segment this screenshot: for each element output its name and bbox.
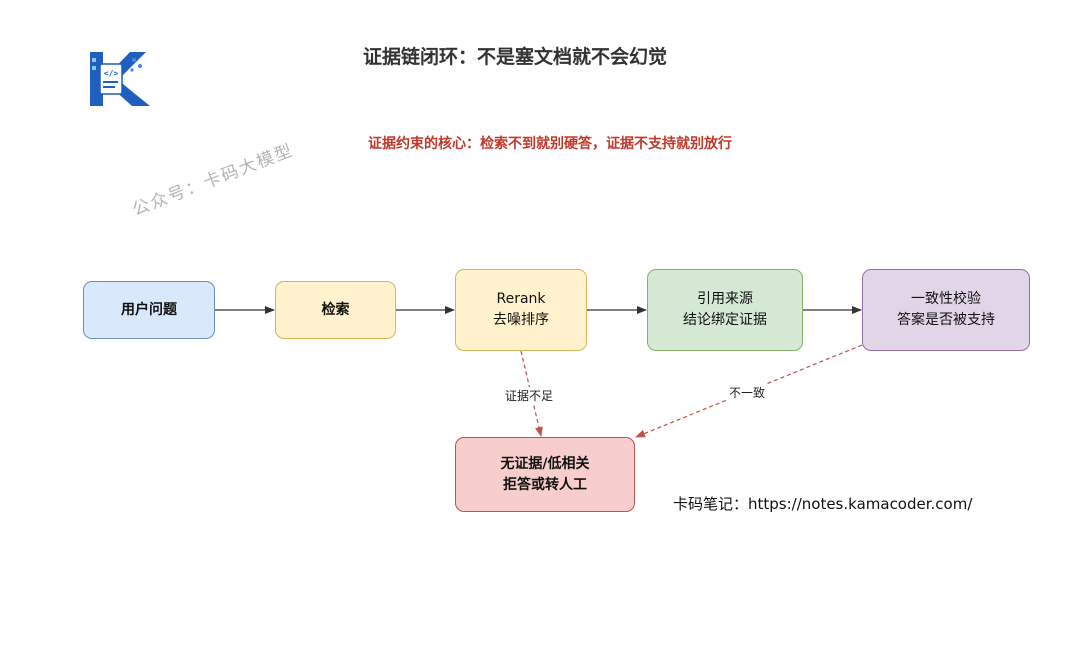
edge-label-insufficient: 证据不足	[503, 387, 556, 404]
page-title: 证据链闭环：不是塞文档就不会幻觉	[362, 46, 667, 68]
node-refuse-desc: 拒答或转人工	[503, 476, 587, 493]
logo-circuit-dot	[138, 64, 142, 68]
node-cite-source: 引用来源 结论绑定证据	[647, 269, 803, 351]
node-cite-title: 引用来源	[697, 291, 753, 307]
edge-label-inconsistent: 不一致	[727, 384, 768, 401]
logo-doc-line	[103, 81, 118, 83]
node-rerank-desc: 去噪排序	[493, 312, 549, 328]
logo-pixel	[92, 66, 96, 70]
node-search-label: 检索	[321, 301, 350, 318]
logo-pixel	[92, 58, 96, 62]
node-verify-title: 一致性校验	[911, 291, 981, 307]
node-refuse-title: 无证据/低相关	[500, 455, 590, 472]
node-search: 检索	[275, 281, 396, 339]
logo-doc-line	[103, 86, 115, 88]
logo-code-glyph: </>	[104, 69, 119, 78]
node-verify-desc: 答案是否被支持	[897, 312, 995, 328]
node-user-question: 用户问题	[83, 281, 215, 339]
page-subtitle: 证据约束的核心：检索不到就别硬答，证据不支持就别放行	[368, 136, 732, 152]
node-rerank: Rerank 去噪排序	[455, 269, 587, 351]
node-user-question-label: 用户问题	[121, 301, 177, 318]
kamacoder-logo: </>	[90, 52, 150, 106]
node-cite-desc: 结论绑定证据	[683, 312, 767, 328]
node-rerank-title: Rerank	[496, 291, 546, 307]
logo-circuit-dot	[132, 58, 136, 62]
footer-notes-link[interactable]: 卡码笔记：https://notes.kamacoder.com/	[673, 495, 973, 513]
node-refuse: 无证据/低相关 拒答或转人工	[455, 437, 635, 512]
node-consistency-check: 一致性校验 答案是否被支持	[862, 269, 1030, 351]
logo-circuit-dot	[130, 68, 134, 72]
